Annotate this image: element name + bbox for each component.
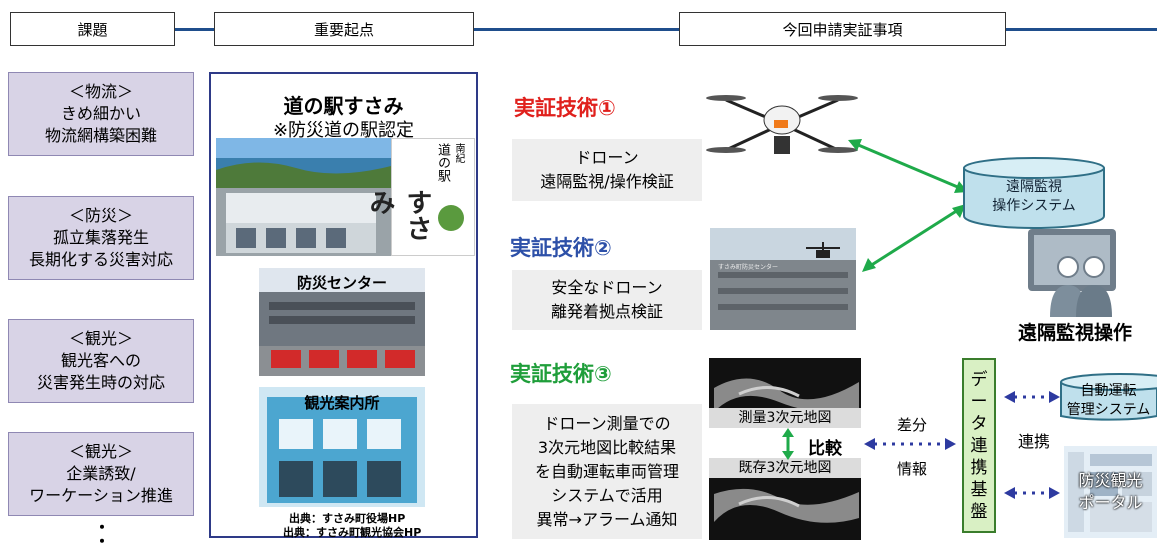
issue-logistics: ＜物流＞ きめ細かい 物流網構築困難	[8, 72, 194, 156]
platform-char: 携	[970, 457, 988, 478]
operator-monitor-icon	[1028, 229, 1116, 317]
tourist-office-photo	[259, 387, 425, 507]
susami-logo: 南紀 道の駅 すさみ	[365, 138, 475, 256]
issue-line: ワーケーション推進	[29, 486, 173, 505]
issue-category: ＜観光＞	[68, 442, 133, 461]
disaster-center-photo	[259, 268, 425, 376]
platform-char: デ	[970, 369, 988, 390]
issue-disaster: ＜防災＞ 孤立集落発生 長期化する災害対応	[8, 196, 194, 280]
system-line: 遠隔監視	[1006, 179, 1062, 195]
compare-arrow	[782, 428, 794, 460]
drone-image	[704, 86, 860, 174]
desc-line: を自動運転車両管理	[534, 461, 679, 481]
credit-town-office: 出典：すさみ町役場HP	[289, 512, 406, 525]
platform-char: 基	[970, 479, 988, 500]
drone-port-photo: すさみ町防災センター	[710, 228, 856, 330]
portal-screenshot: 防災観光 ポータル	[1064, 446, 1157, 538]
desc-line: 異常→アラーム通知	[536, 509, 678, 529]
compare-label: 比較	[808, 439, 842, 459]
autodrive-system-cylinder	[1060, 373, 1157, 421]
tourist-office-label: 観光案内所	[304, 394, 380, 412]
desc-line: 安全なドローン	[551, 278, 663, 297]
issue-line: きめ細かい	[60, 104, 141, 123]
platform-char: 連	[970, 435, 988, 456]
credit-tourism-association: 出典：すさみ町観光協会HP	[283, 526, 422, 539]
hub-title: 道の駅すさみ	[283, 94, 404, 118]
issue-line: 災害発生時の対応	[36, 373, 165, 392]
system-line: 自動運転	[1080, 383, 1137, 399]
issue-line: 孤立集落発生	[52, 228, 149, 247]
tech3-description: ドローン測量での 3次元地図比較結果 を自動運転車両管理 システムで活用 異常→…	[512, 404, 702, 539]
continuation-dot: ・	[94, 518, 111, 537]
roadside-station-photo	[216, 138, 391, 256]
platform-char: タ	[970, 413, 988, 434]
info-label: 情報	[897, 460, 928, 478]
diff-info-arrow	[864, 438, 956, 450]
issue-line: 観光客への	[60, 351, 141, 370]
issue-line: 物流網構築困難	[44, 126, 157, 145]
issue-tourism-disaster: ＜観光＞ 観光客への 災害発生時の対応	[8, 319, 194, 403]
system-line: 操作システム	[992, 198, 1076, 214]
logo-green-circle	[438, 205, 464, 231]
issue-tourism-business: ＜観光＞ 企業誘致/ ワーケーション推進	[8, 432, 194, 516]
building-sign-text: すさみ町防災センター	[718, 264, 779, 271]
logo-vertical-text: 道の駅	[435, 143, 450, 182]
portal-link-arrow	[1004, 487, 1060, 499]
remote-operation-label: 遠隔監視操作	[1018, 322, 1133, 344]
hub-panel: 道の駅すさみ ※防災道の駅認定 南紀 道の駅 すさみ	[209, 72, 478, 539]
issue-category: ＜観光＞	[68, 329, 133, 348]
continuation-dot: ・	[94, 532, 111, 551]
header-issues: 課題	[10, 12, 175, 46]
logo-big-text: すさみ	[365, 189, 432, 241]
hub-subtitle: ※防災道の駅認定	[272, 120, 415, 141]
remote-system-cylinder	[963, 157, 1105, 229]
tech1-description: ドローン 遠隔監視/操作検証	[512, 139, 702, 201]
logo-small-text: 南紀	[453, 143, 464, 163]
system-line: 管理システム	[1066, 402, 1151, 418]
issue-line: 長期化する災害対応	[28, 250, 173, 269]
portal-line: 防災観光	[1078, 471, 1143, 490]
remote-system-label: 遠隔監視 操作システム	[960, 178, 1108, 216]
existing-map-label: 既存3次元地図	[709, 458, 861, 478]
autodrive-system-label: 自動運転 管理システム	[1060, 382, 1157, 420]
tech1-title: 実証技術①	[514, 96, 616, 120]
issue-category: ＜防災＞	[68, 206, 133, 225]
platform-char: 盤	[970, 501, 988, 522]
issue-line: 企業誘致/	[66, 464, 136, 483]
diff-label: 差分	[897, 416, 928, 434]
desc-line: ドローン	[575, 148, 639, 167]
disaster-center-label: 防災センター	[296, 274, 387, 292]
portal-label: 防災観光 ポータル	[1064, 470, 1157, 514]
data-platform-box: デ ー タ 連 携 基 盤	[962, 358, 996, 533]
platform-char: ー	[970, 391, 988, 412]
desc-line: ドローン測量での	[543, 413, 671, 433]
desc-line: 3次元地図比較結果	[537, 437, 677, 457]
autodrive-link-arrow	[1004, 391, 1060, 403]
tech2-title: 実証技術②	[510, 236, 612, 260]
link-label: 連携	[1018, 432, 1051, 451]
header-hub: 重要起点	[214, 12, 474, 46]
portal-line: ポータル	[1078, 493, 1143, 512]
desc-line: システムで活用	[551, 485, 663, 505]
green-link-arrows	[848, 139, 968, 272]
issue-category: ＜物流＞	[68, 82, 133, 101]
desc-line: 離発着拠点検証	[550, 302, 663, 321]
tech3-title: 実証技術③	[510, 362, 612, 386]
desc-line: 遠隔監視/操作検証	[540, 172, 674, 191]
header-demo: 今回申請実証事項	[679, 12, 1006, 46]
tech2-description: 安全なドローン 離発着拠点検証	[512, 270, 702, 330]
header-connector-line	[10, 28, 1157, 31]
existing-3d-map	[709, 478, 861, 540]
survey-map-label: 測量3次元地図	[709, 408, 861, 428]
